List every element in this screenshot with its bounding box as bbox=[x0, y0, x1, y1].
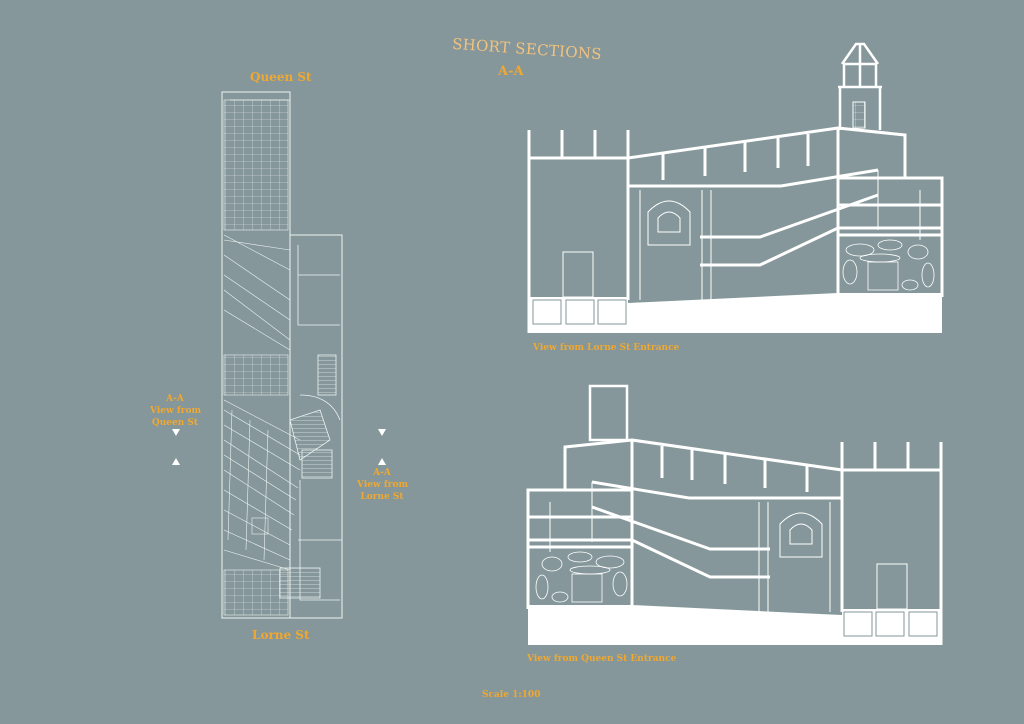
marker-section: A-A bbox=[166, 394, 184, 404]
scale-label: Scale 1:100 bbox=[482, 690, 541, 700]
marker-line1: View from bbox=[357, 480, 408, 490]
arrow-down-icon bbox=[172, 429, 180, 436]
section-caption-lorne: View from Lorne St Entrance bbox=[533, 343, 680, 353]
marker-section: A-A bbox=[373, 468, 391, 478]
section-marker-right-label: A-A View from Lorne St bbox=[357, 467, 408, 503]
street-label-queen: Queen St bbox=[250, 70, 312, 84]
arrow-up-icon bbox=[172, 458, 180, 465]
section-queen-st bbox=[526, 384, 943, 647]
arrow-up-icon bbox=[378, 458, 386, 465]
section-label: A-A bbox=[498, 64, 524, 79]
section-lorne-st bbox=[527, 42, 944, 335]
street-label-lorne: Lorne St bbox=[252, 628, 310, 642]
marker-line2: Lorne St bbox=[360, 492, 404, 502]
marker-line1: View from bbox=[150, 406, 201, 416]
section-markers bbox=[172, 429, 386, 465]
marker-line2: Queen St bbox=[151, 418, 199, 428]
chimney bbox=[588, 384, 629, 442]
arrow-down-icon bbox=[378, 429, 386, 436]
section-caption-queen: View from Queen St Entrance bbox=[527, 654, 677, 664]
floor-plan bbox=[221, 91, 343, 619]
section-marker-left-label: A-A View from Queen St bbox=[150, 393, 201, 429]
bell-tower bbox=[838, 42, 882, 130]
